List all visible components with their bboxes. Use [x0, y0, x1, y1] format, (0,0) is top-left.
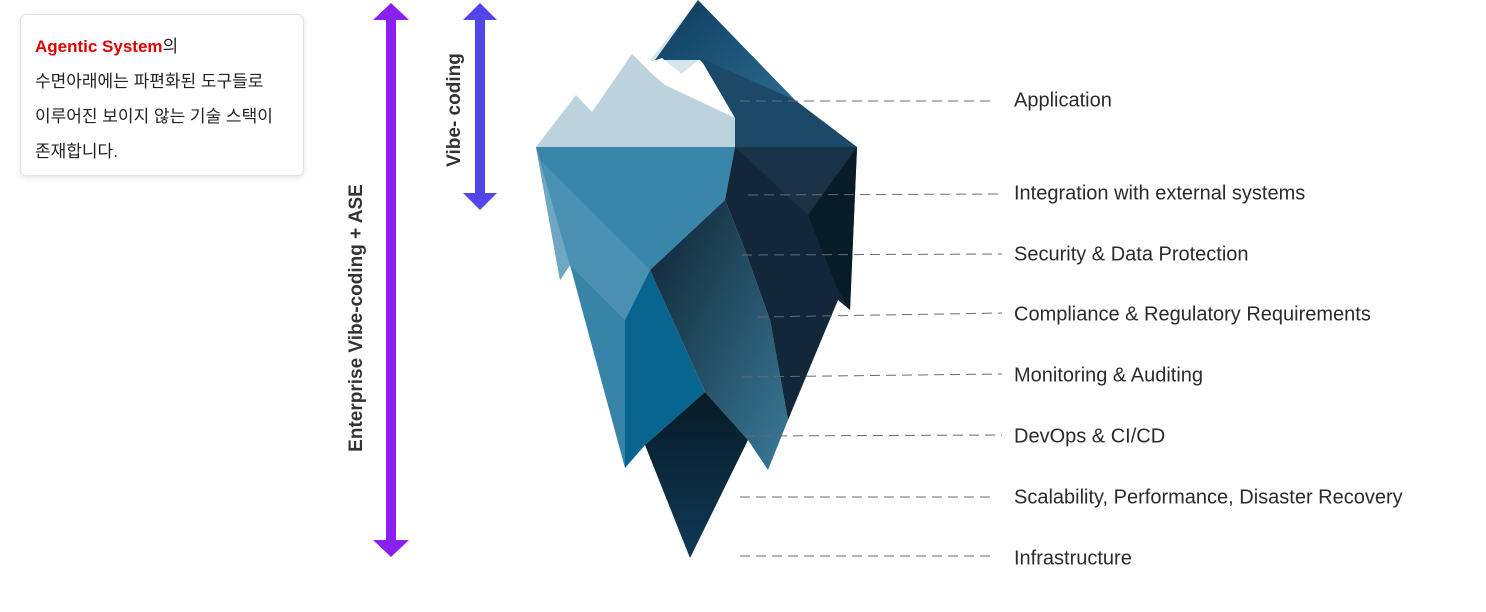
note-line-4: 존재합니다.	[35, 142, 118, 161]
iceberg	[536, 0, 857, 558]
leader-line-compliance	[757, 312, 1003, 318]
iceberg-body-mid-panel	[650, 200, 788, 470]
layer-label-devops: DevOps & CI/CD	[1014, 425, 1166, 448]
note-line-3: 이루어진 보이지 않는 기술 스택이	[35, 107, 273, 126]
vibe-scope-label: Vibe- coding	[444, 53, 465, 167]
info-note-card: Agentic System의 수면아래에는 파편화된 도구들로 이루어진 보이…	[20, 14, 304, 176]
enterprise-scope-label: Enterprise Vibe-coding + ASE	[346, 184, 367, 452]
iceberg-tip-left	[536, 54, 735, 147]
iceberg-bottom-point	[645, 392, 748, 558]
layer-label-integration: Integration with external systems	[1014, 182, 1306, 205]
leader-line-integration	[747, 193, 1003, 196]
vibe-arrow-shaft	[475, 16, 485, 196]
vibe-arrow-head-up	[463, 3, 497, 20]
leader-line-security	[741, 253, 1003, 256]
leader-line-monitoring	[741, 373, 1003, 378]
iceberg-tip-crevice	[650, 58, 742, 118]
layer-label-compliance: Compliance & Regulatory Requirements	[1014, 303, 1371, 326]
enterprise-arrow-head-up	[373, 3, 409, 20]
enterprise-scope-arrow	[373, 3, 409, 557]
enterprise-arrow-head-down	[373, 540, 409, 557]
layer-label-application: Application	[1014, 89, 1112, 112]
enterprise-arrow-shaft	[386, 16, 396, 544]
note-line-1: Agentic System의	[35, 29, 289, 64]
vibe-arrow-head-down	[463, 193, 497, 210]
brand-name: Agentic System	[35, 37, 163, 56]
iceberg-tip-peak	[655, 0, 795, 100]
layer-label-scalability: Scalability, Performance, Disaster Recov…	[1014, 486, 1403, 509]
leader-line-devops	[744, 434, 1003, 437]
iceberg-body-right-upper	[735, 147, 857, 215]
note-suffix: 의	[162, 37, 179, 56]
layer-label-infrastructure: Infrastructure	[1014, 547, 1132, 570]
iceberg-tip-right	[700, 58, 857, 147]
iceberg-body-center	[625, 270, 705, 468]
note-line-2: 수면아래에는 파편화된 도구들로	[35, 72, 264, 91]
leader-lines	[740, 100, 1003, 557]
vibe-scope-arrow	[463, 3, 497, 210]
layer-label-monitoring: Monitoring & Auditing	[1014, 364, 1204, 387]
iceberg-body-far-right	[808, 147, 857, 310]
layer-label-security: Security & Data Protection	[1014, 243, 1249, 266]
iceberg-body-facet-light	[540, 160, 650, 320]
iceberg-body-left-edge	[536, 147, 570, 280]
iceberg-body-lower-left	[570, 265, 625, 468]
